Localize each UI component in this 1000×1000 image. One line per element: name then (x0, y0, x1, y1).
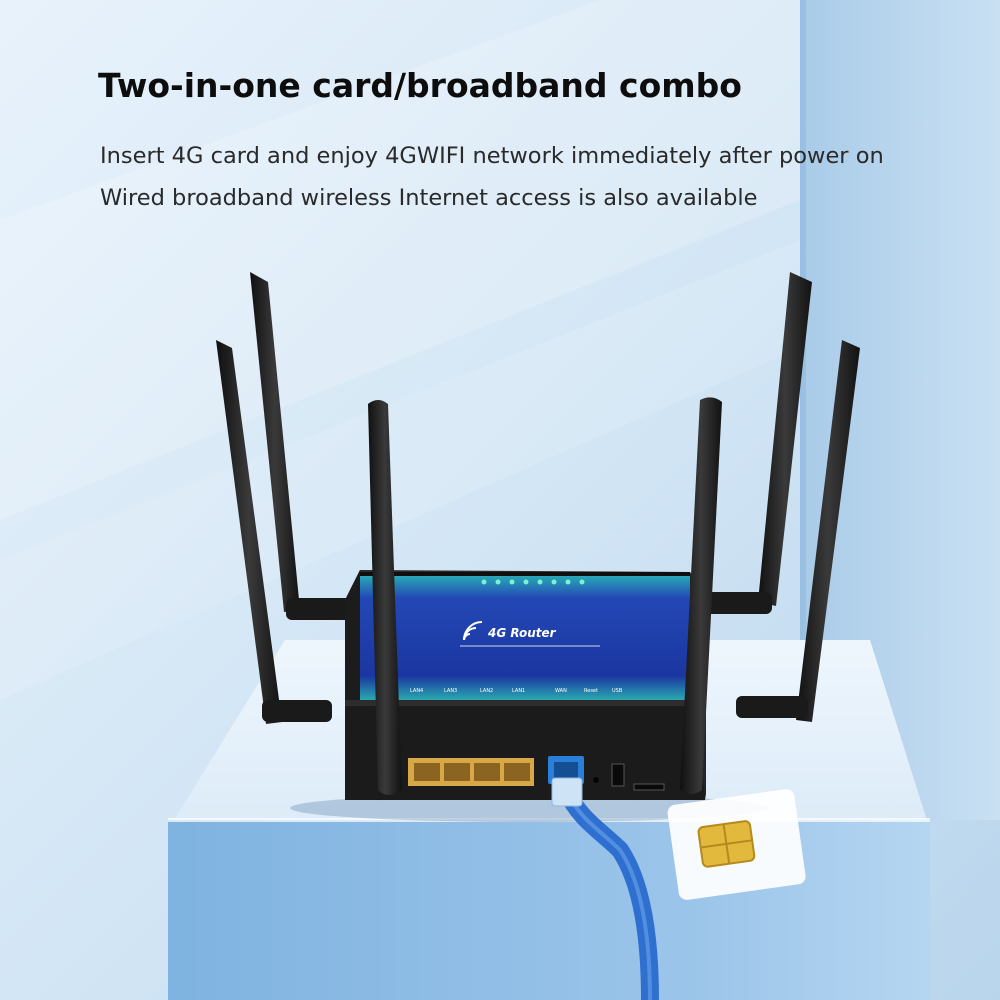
svg-text:USB: USB (612, 688, 623, 694)
subheadline-line-2: Wired broadband wireless Internet access… (100, 185, 758, 211)
status-leds (481, 579, 585, 585)
svg-text:Reset: Reset (584, 688, 598, 694)
antenna-back-right (700, 272, 812, 614)
ethernet-cable (551, 777, 659, 1000)
antenna-front-center-left (368, 400, 402, 795)
svg-text:LAN3: LAN3 (444, 688, 457, 694)
headline: Two-in-one card/broadband combo (98, 66, 742, 105)
light-rays (0, 0, 1000, 520)
svg-text:LAN2: LAN2 (480, 688, 493, 694)
svg-text:LAN4: LAN4 (410, 688, 423, 694)
antenna-back-left (250, 272, 356, 620)
reset-hole (593, 777, 599, 783)
usb-port (611, 763, 625, 787)
sim-slot (633, 783, 665, 791)
svg-text:WAN: WAN (555, 688, 567, 694)
antenna-front-left (216, 340, 332, 724)
wifi-icon (463, 621, 483, 641)
router-face (360, 572, 690, 702)
subheadline-line-1: Insert 4G card and enjoy 4GWIFI network … (100, 143, 884, 169)
lan-ports (408, 758, 534, 786)
cube-front (168, 820, 930, 1000)
back-pillar-edge (800, 0, 806, 820)
svg-text:LAN1: LAN1 (512, 688, 525, 694)
router: 4G Router LAN4 LAN3 LAN2 LAN1 WAN Reset USB (345, 570, 706, 800)
antenna-front-center-right (680, 397, 722, 794)
cube-edge-highlight (168, 818, 930, 822)
device-label: 4G Router (487, 626, 557, 640)
router-shadow (290, 794, 770, 822)
port-label-strip: LAN4 LAN3 LAN2 LAN1 WAN Reset USB (410, 688, 623, 694)
antenna-front-right (736, 340, 860, 722)
sim-card (667, 789, 806, 900)
